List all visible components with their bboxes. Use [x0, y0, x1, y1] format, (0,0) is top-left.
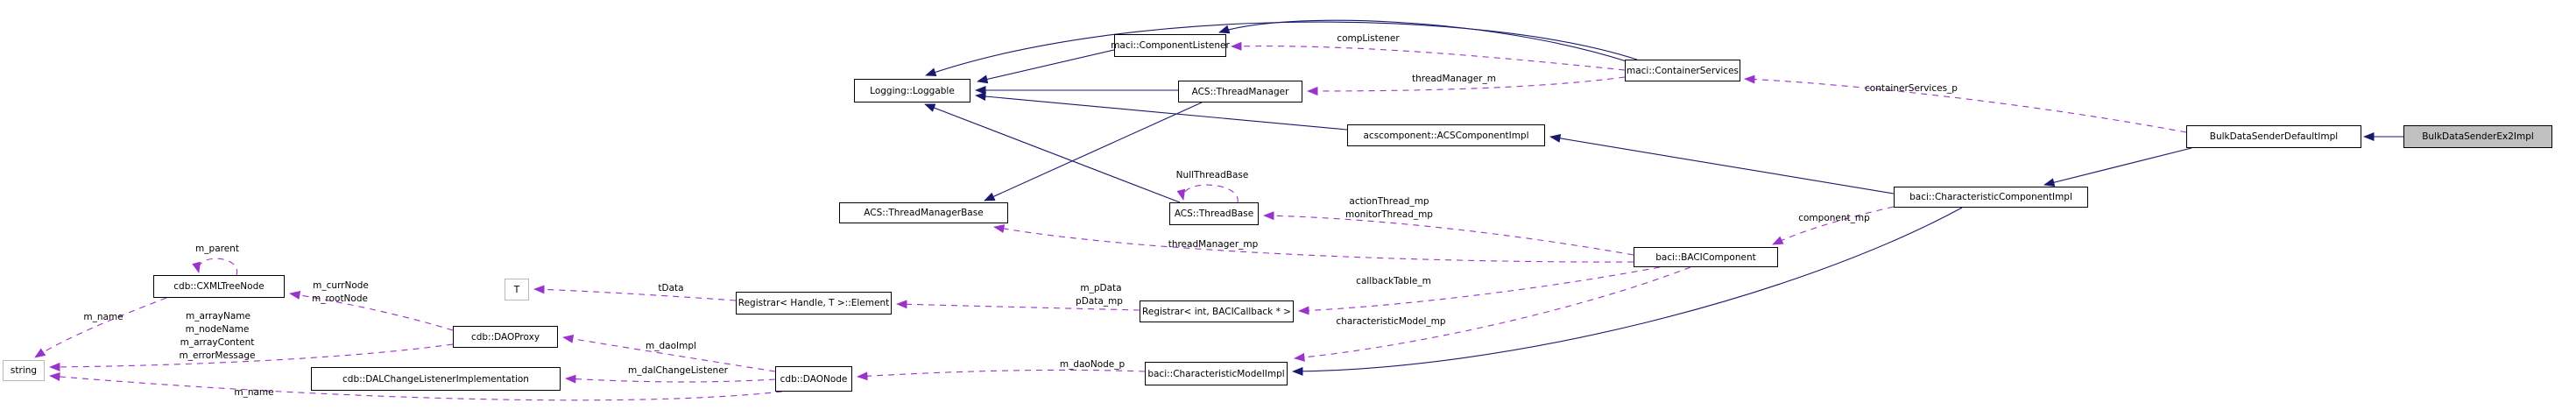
edge-member-daoproxy-strings: [49, 343, 454, 371]
class-node-string: string: [3, 360, 45, 381]
edge-member-characteristicmodel-mp: [1294, 266, 1691, 362]
edge-inheritance-containerservices-componentlistener: [1218, 19, 1627, 62]
edge-member-daoimpl: [562, 334, 776, 372]
edge-label-threadmanager-m: threadManager_m: [1412, 74, 1496, 84]
edge-member-mname-daonode: [49, 371, 783, 401]
class-node-cdb-cxmltreenode[interactable]: cdb::CXMLTreeNode: [153, 275, 285, 298]
edge-label-monitorthread-mp: monitorThread_mp: [1345, 209, 1433, 220]
class-node-acs-threadmanagerbase[interactable]: ACS::ThreadManagerBase: [839, 202, 1008, 223]
class-node-cdb-daonode[interactable]: cdb::DAONode: [775, 366, 852, 392]
edge-member-containerservices-p: [1744, 74, 2187, 133]
edge-member-pdata: [896, 300, 1140, 311]
edge-label-m-nodename: m_nodeName: [185, 324, 250, 335]
edge-label-m-currnode: m_currNode: [313, 280, 369, 291]
edge-member-dalchangelistener: [565, 374, 776, 384]
edge-label-m-arraycontent: m_arrayContent: [180, 337, 255, 348]
class-node-baci-bacicomponent[interactable]: baci::BACIComponent: [1634, 247, 1778, 267]
edge-member-mparent-selfloop: [192, 258, 237, 276]
class-node-logging-loggable[interactable]: Logging::Loggable: [854, 79, 970, 102]
edge-member-complistener: [1231, 41, 1626, 71]
edge-label-threadmanager-mp: threadManager_mp: [1168, 239, 1259, 250]
edge-member-nullthreadbase-selfloop: [1176, 184, 1239, 203]
class-node-registrar-handle-t-element[interactable]: Registrar< Handle, T >::Element: [736, 292, 892, 315]
edge-label-m-daoimpl: m_daoImpl: [646, 341, 696, 351]
edge-label-m-name-treenode: m_name: [83, 312, 124, 322]
class-node-bulkdatasenderex2impl: BulkDataSenderEx2Impl: [2403, 125, 2552, 148]
edge-member-tdata: [533, 285, 737, 301]
class-node-acs-threadbase[interactable]: ACS::ThreadBase: [1169, 202, 1259, 225]
edge-label-containerservices-p: containerServices_p: [1865, 83, 1958, 94]
class-node-acscomponent-acscomponentimpl[interactable]: acscomponent::ACSComponentImpl: [1347, 124, 1545, 146]
edge-label-component-mp: component_mp: [1798, 213, 1870, 223]
edge-inheritance-charcomponentimpl-charmodelimpl: [1292, 207, 1963, 376]
edge-member-mname-xml: [34, 297, 167, 358]
edge-label-m-dalchangelistener: m_dalChangeListener: [628, 365, 728, 376]
class-node-cdb-dalchangelistenerimplementation[interactable]: cdb::DALChangeListenerImplementation: [311, 367, 561, 391]
edge-label-tdata: tData: [658, 283, 684, 293]
edge-label-nullthreadbase: NullThreadBase: [1175, 170, 1249, 180]
class-node-cdb-daoproxy[interactable]: cdb::DAOProxy: [453, 326, 558, 348]
edge-label-m-errormessage: m_errorMessage: [179, 350, 256, 361]
edge-label-m-pdata: m_pData: [1080, 283, 1122, 293]
edge-member-callbacktable-m: [1298, 266, 1661, 315]
edge-label-pdata-mp: pData_mp: [1076, 296, 1123, 307]
class-node-baci-characteristiccomponentimpl[interactable]: baci::CharacteristicComponentImpl: [1894, 187, 2088, 208]
class-node-bulkdatasenderdefaultimpl[interactable]: BulkDataSenderDefaultImpl: [2186, 125, 2361, 148]
edge-label-complistener: compListener: [1337, 33, 1400, 44]
edge-member-threadmanager-m: [1307, 76, 1626, 95]
edge-label-m-daonode-p: m_daoNode_p: [1059, 359, 1126, 370]
edge-inheritance-threadmanager-threadmanagerbase: [984, 102, 1203, 201]
edge-label-characteristicmodel-mp: characteristicModel_mp: [1336, 316, 1446, 327]
edge-label-actionthread-mp: actionThread_mp: [1349, 196, 1429, 207]
edge-member-threadmanager-mp: [993, 224, 1634, 263]
class-node-maci-containerservices[interactable]: maci::ContainerServices: [1625, 60, 1740, 81]
class-node-template-param-t: T: [505, 279, 529, 300]
edge-member-currnode-rootnode: [289, 290, 454, 331]
edge-member-daonode-p: [857, 369, 1146, 381]
edge-inheritance-componentlistener-loggable: [977, 49, 1115, 84]
edge-inheritance-bulkdefault-charcomponentimpl: [2043, 147, 2192, 187]
edge-label-m-rootnode: m_rootNode: [312, 293, 368, 304]
edge-member-component-mp: [1772, 206, 1895, 245]
edge-member-actionthread-monitorthread: [1263, 211, 1634, 256]
class-node-registrar-int-bacicallback[interactable]: Registrar< int, BACICallback * >: [1140, 300, 1294, 322]
edge-label-m-arrayname: m_arrayName: [186, 311, 251, 322]
edge-label-m-parent: m_parent: [195, 244, 239, 254]
edge-label-m-name-daonode: m_name: [234, 387, 274, 398]
edge-inheritance-charcomponentimpl-acscomponentimpl: [1549, 133, 1895, 194]
edge-label-callbacktable-m: callbackTable_m: [1356, 276, 1431, 286]
class-node-maci-componentlistener[interactable]: maci::ComponentListener: [1111, 34, 1230, 57]
edge-inheritance-acscomponentimpl-loggable: [975, 92, 1348, 131]
class-node-baci-characteristicmodelimpl[interactable]: baci::CharacteristicModelImpl: [1145, 362, 1288, 385]
class-node-acs-threadmanager[interactable]: ACS::ThreadManager: [1178, 81, 1302, 102]
edge-inheritance-containerservices-loggable: [925, 21, 1638, 77]
edge-inheritance-threadbase-loggable: [924, 103, 1181, 203]
